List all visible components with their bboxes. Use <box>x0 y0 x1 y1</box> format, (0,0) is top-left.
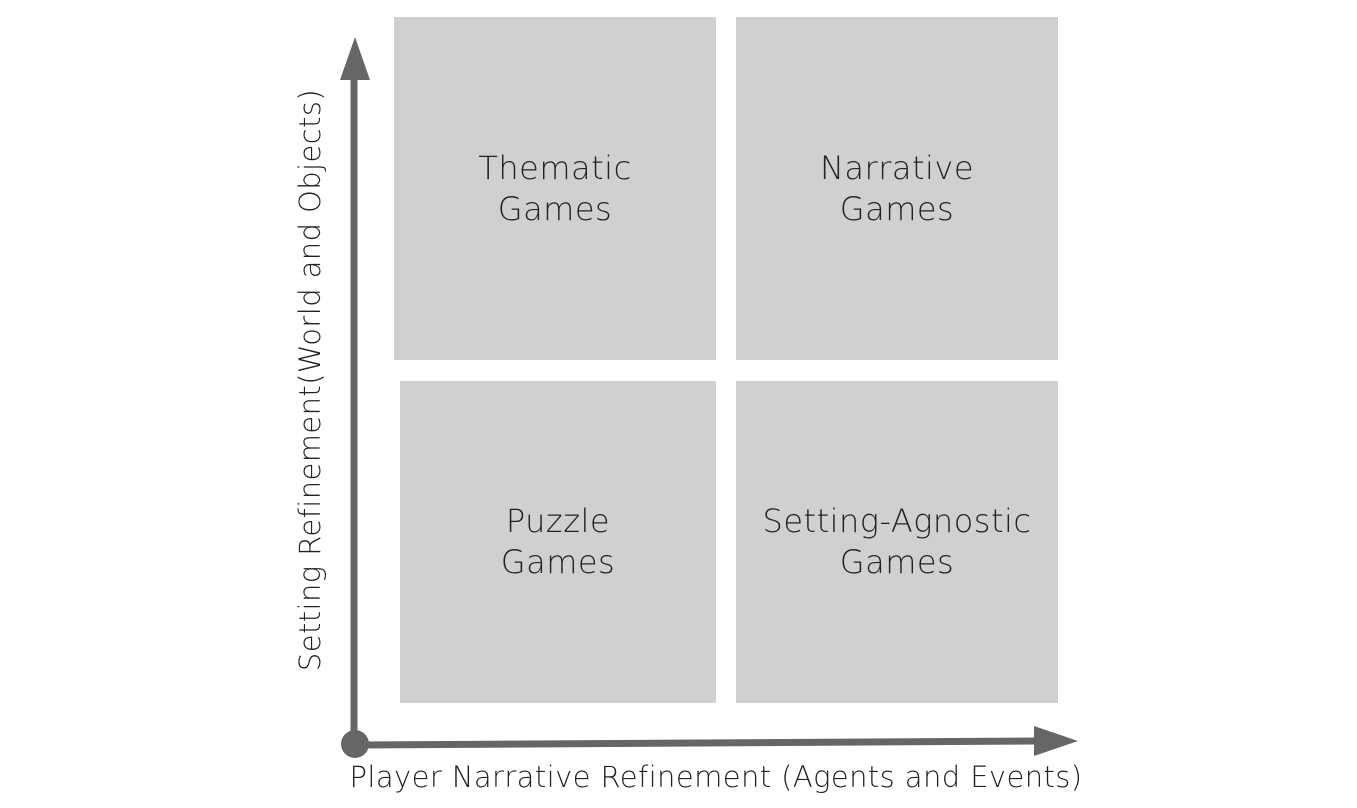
quadrant-label-line1: Puzzle <box>505 502 611 540</box>
quadrant-label-line2: Games <box>839 189 955 228</box>
quadrant-puzzle-games: Puzzle Games <box>400 381 716 703</box>
x-axis-arrowhead-icon <box>1034 726 1078 756</box>
x-axis-label: Player Narrative Refinement (Agents and … <box>349 760 1083 794</box>
quadrant-label: Thematic Games <box>478 148 631 230</box>
quadrant-label-line2: Games <box>839 543 955 581</box>
quadrant-label: Narrative Games <box>820 148 974 230</box>
y-axis-label: Setting Refinement(World and Objects) <box>293 88 327 672</box>
quadrant-thematic-games: Thematic Games <box>394 17 716 360</box>
quadrant-narrative-games: Narrative Games <box>736 17 1058 360</box>
quadrant-label-line2: Games <box>497 189 613 228</box>
quadrant-label-line1: Thematic <box>478 148 632 187</box>
quadrant-label: Setting-Agnostic Games <box>763 501 1032 583</box>
origin-dot <box>341 730 369 758</box>
quadrant-label-line2: Games <box>500 543 616 581</box>
quadrant-setting-agnostic-games: Setting-Agnostic Games <box>736 381 1058 703</box>
quadrant-label: Puzzle Games <box>501 501 615 583</box>
x-axis-line <box>353 737 1037 749</box>
y-axis-arrowhead-icon <box>340 37 370 80</box>
quadrant-label-line1: Narrative <box>819 148 975 187</box>
quadrant-label-line1: Setting-Agnostic <box>762 502 1032 540</box>
